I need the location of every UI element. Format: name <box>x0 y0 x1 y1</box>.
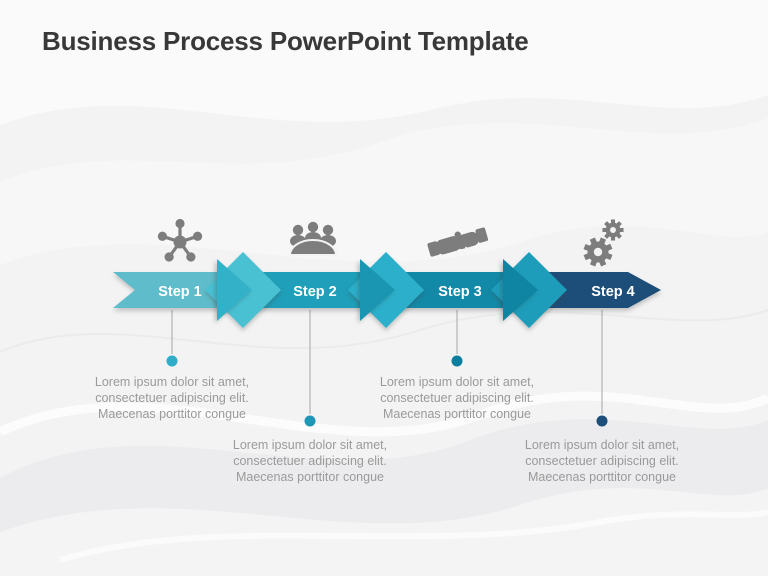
junction-3-chevron <box>503 259 538 321</box>
step-2-description: Lorem ipsum dolor sit amet, consectetuer… <box>232 438 388 484</box>
slide-title: Business Process PowerPoint Template <box>42 26 529 56</box>
step-3-dot <box>451 355 463 367</box>
step-4-description: Lorem ipsum dolor sit amet, consectetuer… <box>524 438 680 484</box>
meeting-icon <box>288 221 338 256</box>
step-1-description: Lorem ipsum dolor sit amet, consectetuer… <box>94 375 250 421</box>
background-wave <box>0 488 768 576</box>
gear-small <box>602 219 624 241</box>
handshake-icon <box>427 227 489 257</box>
step-2-dot <box>304 415 316 427</box>
background-wave <box>59 509 768 563</box>
step-4-dot <box>596 415 608 427</box>
background-wave <box>0 0 768 125</box>
step-3-description: Lorem ipsum dolor sit amet, consectetuer… <box>379 375 535 421</box>
background-wave <box>0 118 768 265</box>
background-wave <box>0 391 768 437</box>
background-wave <box>0 309 768 353</box>
step-2-label: Step 2 <box>293 284 337 300</box>
step-1-arrow-bar <box>113 272 243 308</box>
network-icon <box>157 218 203 262</box>
step-3-label: Step 3 <box>438 284 482 300</box>
gears-icon <box>583 219 624 267</box>
junction-1-chevron <box>217 259 252 321</box>
gear-large <box>583 237 613 267</box>
step-1-dot <box>166 355 178 367</box>
junction-2-chevron <box>360 259 395 321</box>
step-1-label: Step 1 <box>158 284 202 300</box>
step-4-label: Step 4 <box>591 284 635 300</box>
